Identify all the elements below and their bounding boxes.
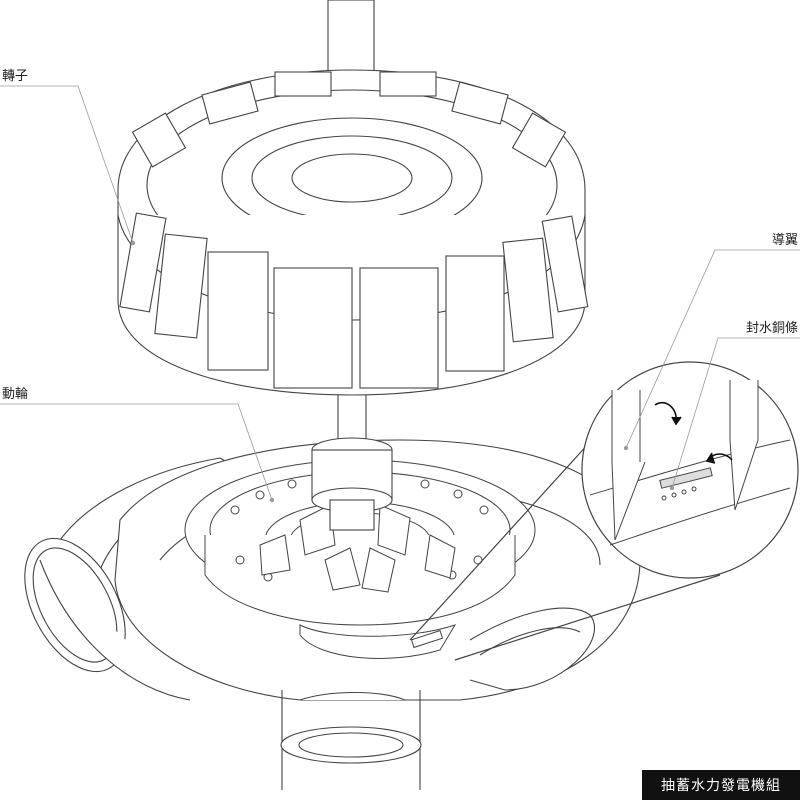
rotor: [117, 69, 589, 396]
seal-holes: [661, 486, 697, 501]
seal-slots: [410, 629, 444, 649]
leader-lines: [0, 85, 800, 503]
rotor-poles: [119, 71, 589, 389]
label-guide-vane: 導翼: [772, 233, 798, 248]
runner-blades: [259, 504, 456, 593]
detail-contents: [589, 380, 791, 546]
figure-caption: 抽蓄水力發電機組: [642, 770, 800, 800]
label-rotor: 轉子: [2, 69, 28, 84]
label-runner: 動輪: [2, 386, 28, 402]
label-seal-strip: 封水銅條: [746, 321, 798, 336]
rotation-arrows: [654, 401, 733, 464]
